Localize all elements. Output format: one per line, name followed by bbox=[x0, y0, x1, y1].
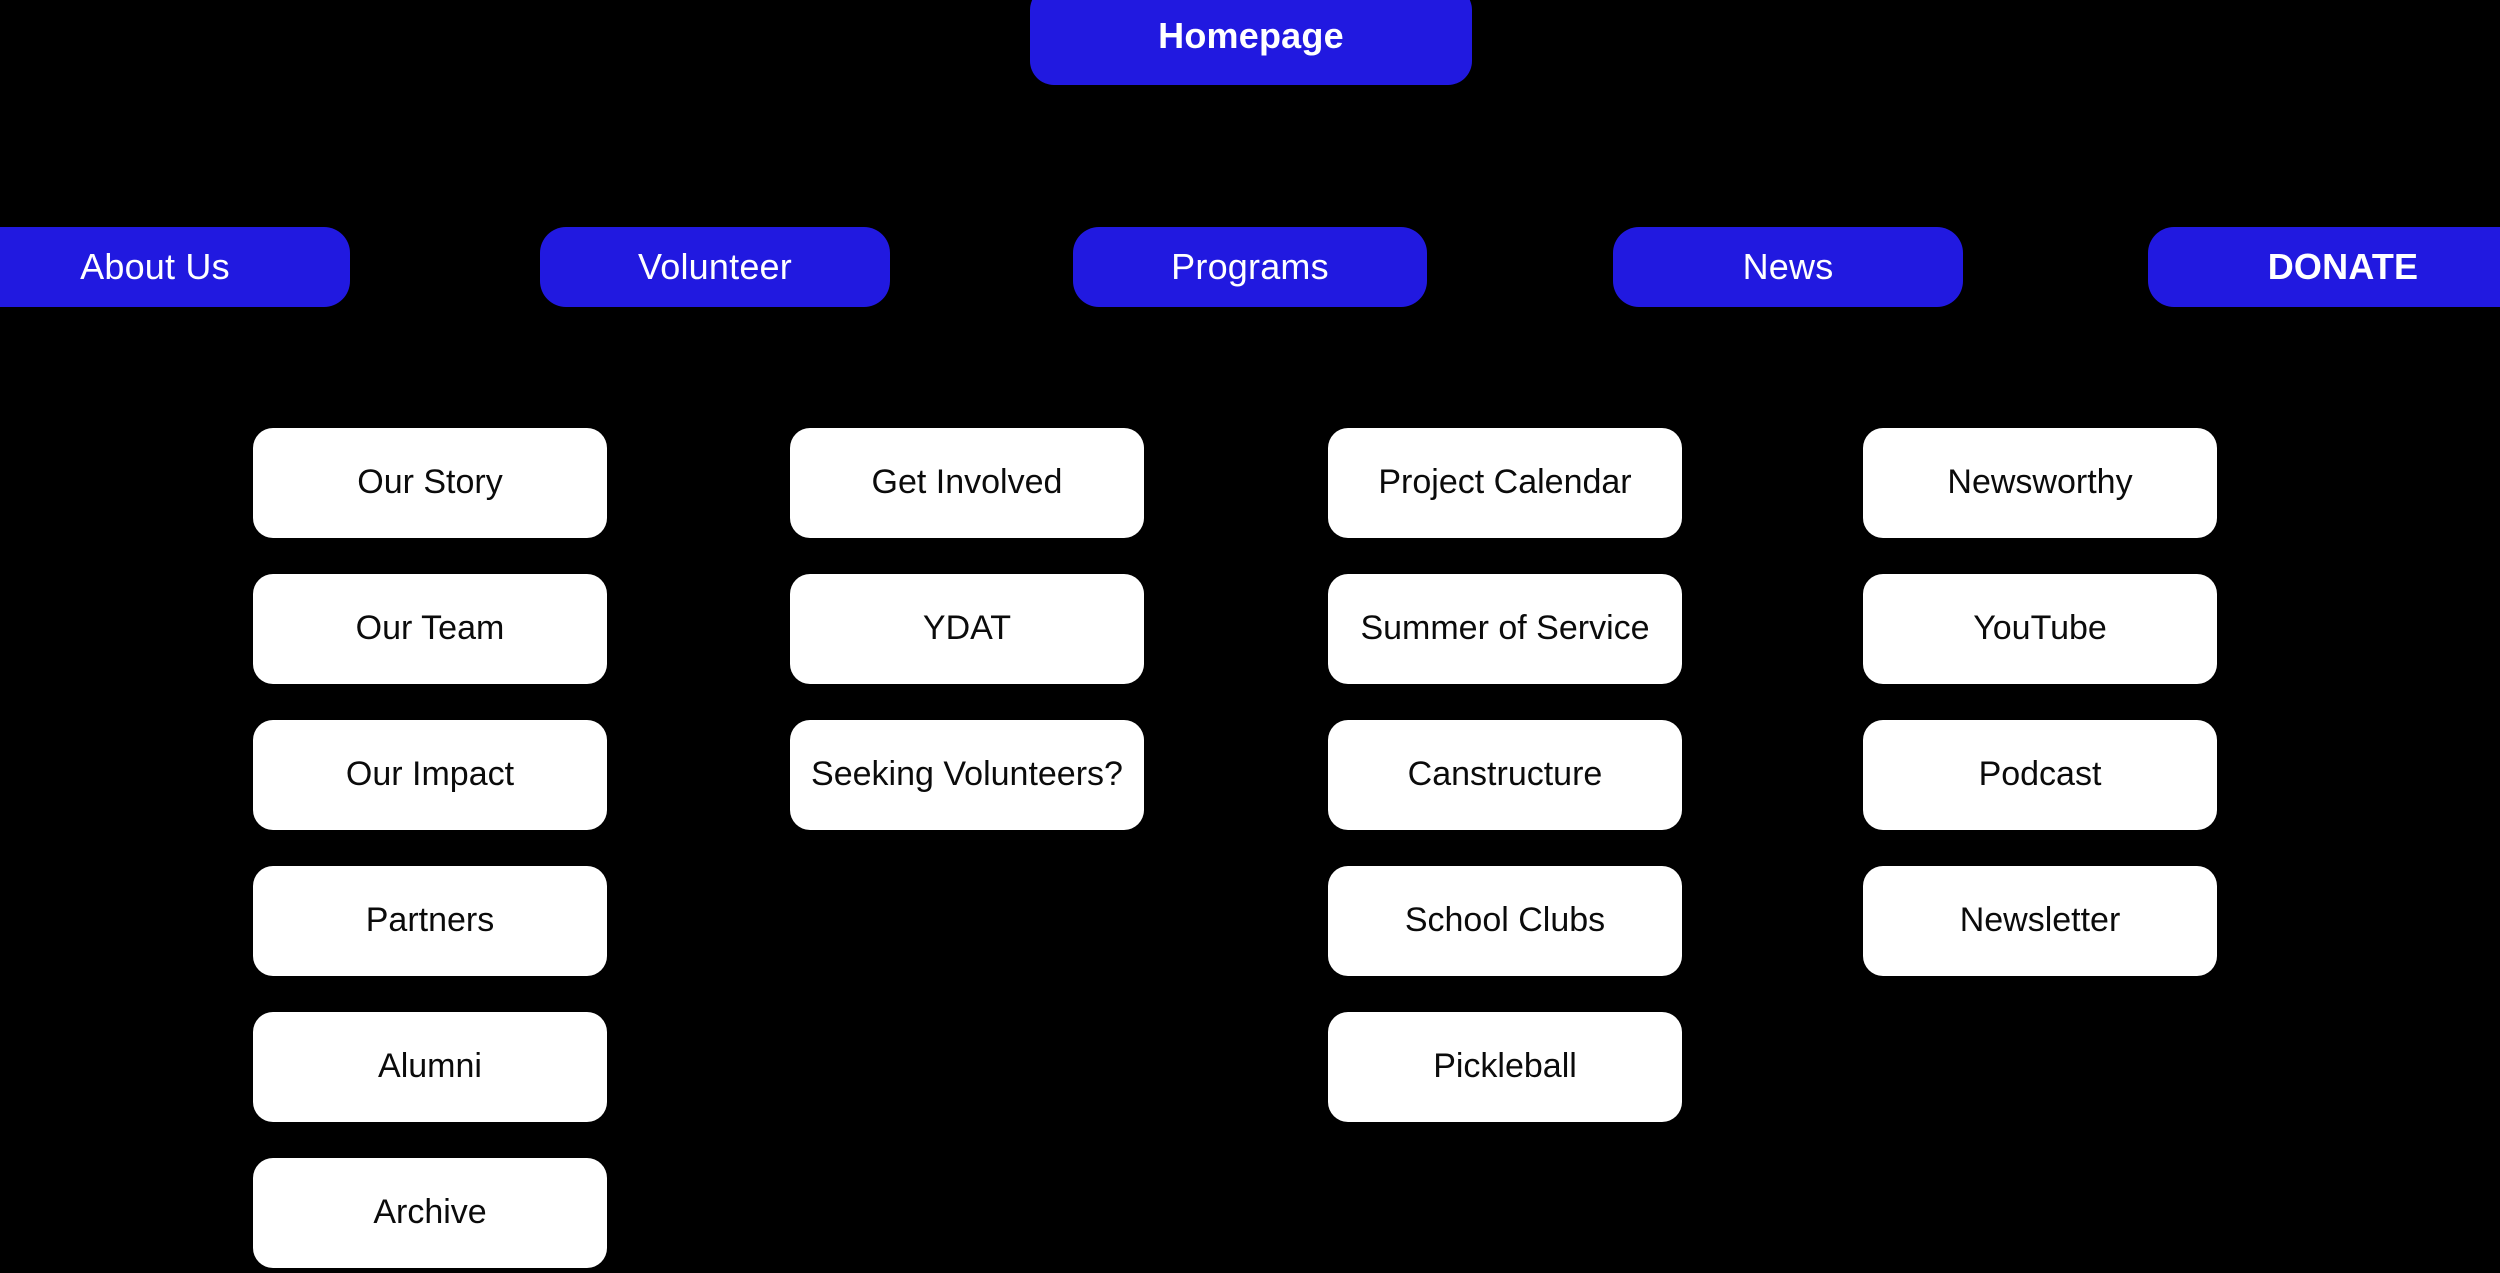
node-homepage[interactable]: Homepage bbox=[1030, 0, 1472, 85]
node-nav-label: Volunteer bbox=[638, 246, 792, 288]
node-page-label: YDAT bbox=[922, 609, 1012, 648]
node-page-label: Archive bbox=[373, 1193, 487, 1232]
node-page-label: Pickleball bbox=[1433, 1047, 1577, 1086]
node-nav-donate[interactable]: DONATE bbox=[2148, 227, 2500, 307]
node-page-label: Newsletter bbox=[1959, 901, 2121, 940]
node-page-label: Seeking Volunteers? bbox=[811, 755, 1123, 794]
node-nav-label: About Us bbox=[80, 246, 230, 288]
node-nav-label: DONATE bbox=[2267, 246, 2419, 288]
node-page-label: Partners bbox=[365, 901, 495, 940]
node-nav-about-us[interactable]: About Us bbox=[0, 227, 350, 307]
node-page-label: Canstructure bbox=[1407, 755, 1603, 794]
node-page-label: Our Story bbox=[357, 463, 503, 502]
node-page-pickleball[interactable]: Pickleball bbox=[1328, 1012, 1682, 1122]
node-page-our-story[interactable]: Our Story bbox=[253, 428, 607, 538]
node-page-get-involved[interactable]: Get Involved bbox=[790, 428, 1144, 538]
node-page-podcast[interactable]: Podcast bbox=[1863, 720, 2217, 830]
node-page-label: Get Involved bbox=[871, 463, 1063, 502]
node-page-label: Alumni bbox=[378, 1047, 482, 1086]
node-page-summer-of-service[interactable]: Summer of Service bbox=[1328, 574, 1682, 684]
node-page-seeking-volunteers[interactable]: Seeking Volunteers? bbox=[790, 720, 1144, 830]
node-page-canstructure[interactable]: Canstructure bbox=[1328, 720, 1682, 830]
node-homepage-label: Homepage bbox=[1158, 14, 1344, 56]
node-page-alumni[interactable]: Alumni bbox=[253, 1012, 607, 1122]
node-nav-programs[interactable]: Programs bbox=[1073, 227, 1427, 307]
node-page-youtube[interactable]: YouTube bbox=[1863, 574, 2217, 684]
node-page-partners[interactable]: Partners bbox=[253, 866, 607, 976]
node-page-label: Summer of Service bbox=[1360, 609, 1650, 648]
node-page-project-calendar[interactable]: Project Calendar bbox=[1328, 428, 1682, 538]
node-nav-news[interactable]: News bbox=[1613, 227, 1963, 307]
node-page-our-impact[interactable]: Our Impact bbox=[253, 720, 607, 830]
node-page-newsletter[interactable]: Newsletter bbox=[1863, 866, 2217, 976]
node-page-label: School Clubs bbox=[1404, 901, 1606, 940]
node-page-our-team[interactable]: Our Team bbox=[253, 574, 607, 684]
node-page-label: Newsworthy bbox=[1947, 463, 2133, 502]
node-page-archive[interactable]: Archive bbox=[253, 1158, 607, 1268]
node-page-label: Podcast bbox=[1978, 755, 2102, 794]
node-nav-label: Programs bbox=[1171, 246, 1329, 288]
node-page-label: Our Team bbox=[355, 609, 505, 648]
node-page-school-clubs[interactable]: School Clubs bbox=[1328, 866, 1682, 976]
node-page-label: Project Calendar bbox=[1378, 463, 1632, 502]
node-page-ydat[interactable]: YDAT bbox=[790, 574, 1144, 684]
node-nav-label: News bbox=[1742, 246, 1834, 288]
node-page-label: Our Impact bbox=[345, 755, 515, 794]
node-page-newsworthy[interactable]: Newsworthy bbox=[1863, 428, 2217, 538]
node-page-label: YouTube bbox=[1973, 609, 2107, 648]
node-nav-volunteer[interactable]: Volunteer bbox=[540, 227, 890, 307]
